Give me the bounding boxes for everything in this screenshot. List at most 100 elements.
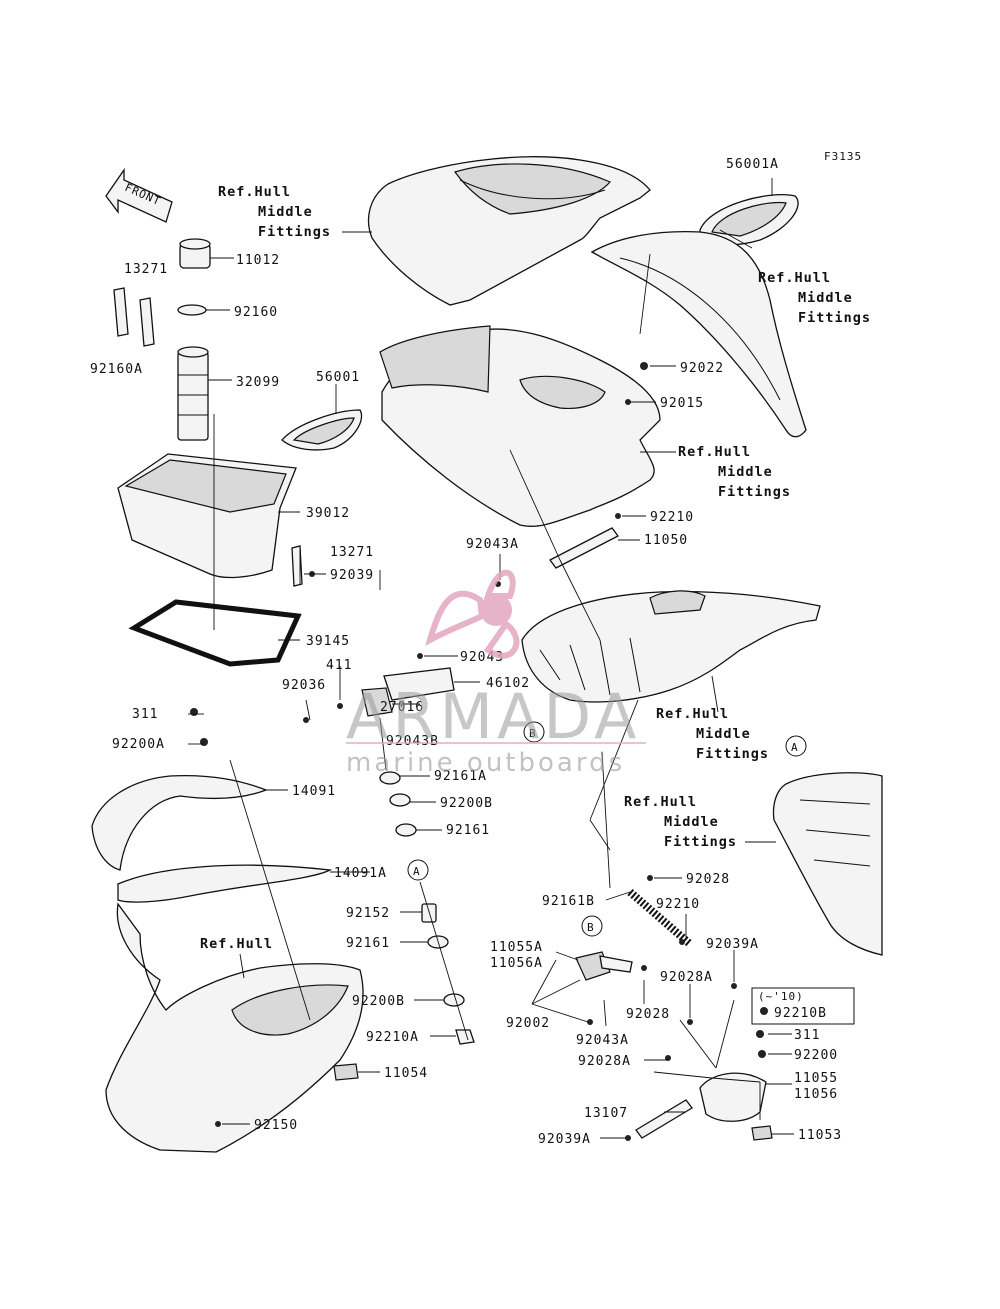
part-label: 46102: [486, 676, 530, 691]
cap-11012-part: [179, 238, 211, 269]
watermark: ARMADA marine outboards: [346, 569, 646, 778]
svg-text:Fittings: Fittings: [798, 310, 871, 326]
part-label: 11055A: [490, 940, 543, 955]
part-label: 92015: [660, 396, 704, 411]
bracket-27016-part: [361, 687, 393, 717]
part-label: 92200B: [352, 994, 405, 1009]
part-label: 11053: [798, 1128, 842, 1143]
ref-label-middle: Ref.Hull Middle Fittings: [678, 444, 791, 500]
part-label: 92150: [254, 1118, 298, 1133]
part-label: 13271: [330, 545, 374, 560]
part-label: 92028: [626, 1007, 670, 1022]
part-label: 92161B: [542, 894, 595, 909]
marker-B-bottom: B: [581, 915, 603, 937]
part-label: 39012: [306, 506, 350, 521]
part-label: 92200A: [112, 737, 165, 752]
svg-text:Middle: Middle: [696, 726, 751, 742]
part-label: 14091A: [334, 866, 387, 881]
part-label: 92002: [506, 1016, 550, 1031]
leader-lines: [188, 178, 794, 1139]
svg-text:Ref.Hull: Ref.Hull: [656, 706, 729, 722]
svg-text:Fittings: Fittings: [258, 224, 331, 240]
part-label: 92043A: [466, 537, 519, 552]
part-label: 92039: [330, 568, 374, 583]
part-label: 92200: [794, 1048, 838, 1063]
panel-14091-part: [91, 774, 268, 871]
strap-13271-b-part: [291, 545, 303, 587]
svg-text:B: B: [587, 921, 595, 934]
part-label: 92028A: [578, 1054, 631, 1069]
part-label: 13107: [584, 1106, 628, 1121]
part-label: 92160: [234, 305, 278, 320]
svg-text:Fittings: Fittings: [718, 484, 791, 500]
strap-92160A-part: [113, 287, 129, 337]
part-label: 92161: [346, 936, 390, 951]
part-label: 11055: [794, 1071, 838, 1086]
bracket-11054-part: [333, 1063, 359, 1081]
part-label: 92043A: [576, 1033, 629, 1048]
ref-label-hull: Ref.Hull: [200, 936, 273, 952]
ref-label-top-left: Ref.Hull Middle Fittings: [218, 184, 331, 240]
figure-code: F3135: [824, 150, 862, 163]
svg-text:Ref.Hull: Ref.Hull: [218, 184, 291, 200]
fasteners: [190, 362, 768, 1141]
watermark-logo: [425, 569, 520, 659]
bracket-11055A-part: [575, 951, 633, 981]
part-label: 11054: [384, 1066, 428, 1081]
part-label: 92210: [656, 897, 700, 912]
svg-text:Fittings: Fittings: [664, 834, 737, 850]
part-label: 56001: [316, 370, 360, 385]
svg-text:A: A: [791, 741, 799, 754]
part-label: 92210B: [774, 1006, 827, 1021]
gasket-92160-part: [177, 304, 207, 316]
svg-text:Ref.Hull: Ref.Hull: [624, 794, 697, 810]
top-seat-part: [367, 156, 651, 306]
watermark-tagline: marine outboards: [346, 748, 625, 778]
strap-13271-part: [139, 297, 155, 347]
part-label: 92160A: [90, 362, 143, 377]
part-label: 92200B: [440, 796, 493, 811]
rear-deck-part: [521, 590, 821, 703]
front-arrow: FRONT: [105, 167, 173, 223]
part-label: 92039A: [706, 937, 759, 952]
ref-label-top-right: Ref.Hull Middle Fittings: [758, 270, 871, 326]
svg-text:Middle: Middle: [718, 464, 773, 480]
svg-text:Middle: Middle: [258, 204, 313, 220]
svg-text:Middle: Middle: [798, 290, 853, 306]
right-upper-panel-part: [590, 231, 807, 438]
svg-text:Ref.Hull: Ref.Hull: [678, 444, 751, 460]
part-label: 92022: [680, 361, 724, 376]
part-label: 92161: [446, 823, 490, 838]
hull-cover-part: [105, 902, 364, 1153]
part-label: 92036: [282, 678, 326, 693]
part-label: 92028: [686, 872, 730, 887]
tube-32099-part: [177, 346, 209, 441]
part-label: 92028A: [660, 970, 713, 985]
part-label: 11056: [794, 1087, 838, 1102]
part-label: 92043B: [386, 734, 439, 749]
rear-hull-part: [772, 772, 883, 956]
part-label: 92039A: [538, 1132, 591, 1147]
part-label: 11056A: [490, 956, 543, 971]
panel-14091A-part: [117, 864, 333, 903]
part-label: 92161A: [434, 769, 487, 784]
pivot-stack: [379, 771, 475, 1045]
part-label: 311: [794, 1028, 820, 1043]
part-label: 56001A: [726, 157, 779, 172]
pad-46102-part: [383, 667, 455, 701]
part-label: 92152: [346, 906, 390, 921]
seal-39145-part: [128, 599, 302, 667]
part-label: 14091: [292, 784, 336, 799]
spring-92161B-part: [627, 888, 693, 948]
year-note-box: [751, 987, 855, 1025]
part-label: 32099: [236, 375, 280, 390]
svg-text:B: B: [529, 727, 537, 740]
vent-56001-part: [281, 409, 363, 451]
part-label: 39145: [306, 634, 350, 649]
watermark-brand: ARMADA: [346, 680, 640, 753]
bracket-11050-part: [549, 527, 619, 569]
svg-text:Ref.Hull: Ref.Hull: [758, 270, 831, 286]
part-label: 92210A: [366, 1030, 419, 1045]
storage-bin-39012-part: [117, 453, 297, 579]
